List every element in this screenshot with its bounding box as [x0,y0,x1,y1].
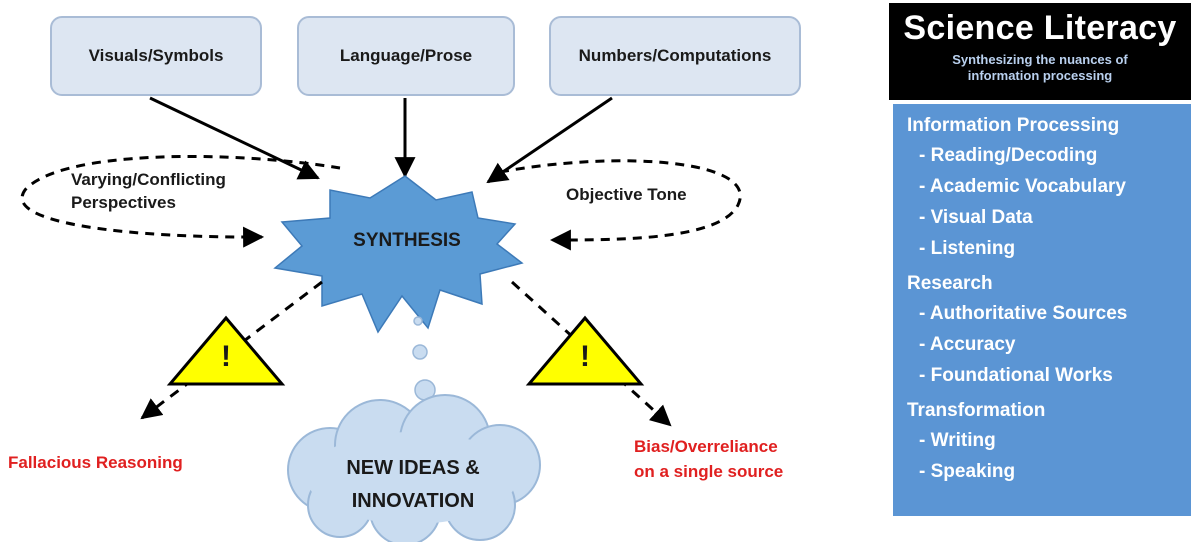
box-numbers-computations: Numbers/Computations [549,16,801,96]
panel-subtitle-line-1: Synthesizing the nuances of [952,52,1128,67]
box-visuals-symbols: Visuals/Symbols [50,16,262,96]
box-language-prose-label: Language/Prose [339,46,473,65]
panel-subtitle: Synthesizing the nuances of information … [889,52,1191,84]
dashed-loop-right [499,159,742,251]
panel-header: Science Literacy Synthesizing the nuance… [889,3,1191,100]
thought-bubble-small [413,316,423,326]
section-heading-transformation: Transformation [907,400,1046,421]
section-item: - Authoritative Sources [919,303,1128,324]
arrow-numbers-to-synthesis [486,96,613,184]
varying-perspectives-line-2: Perspectives [71,193,176,212]
box-numbers-computations-label: Numbers/Computations [578,46,772,65]
warning-left-glyph: ! [221,340,231,373]
bias-overreliance-line-2: on a single source [634,462,784,481]
panel-title: Science Literacy [903,9,1177,47]
box-language-prose: Language/Prose [297,16,515,96]
section-item: - Visual Data [919,207,1033,228]
cloud-label-line-2: INNOVATION [351,490,475,512]
varying-perspectives-line-1: Varying/Conflicting [71,170,226,189]
section-heading-information-processing: Information Processing [907,115,1120,136]
synthesis-starburst [273,175,524,334]
warning-triangle-right [525,315,645,386]
varying-perspectives-label: Varying/Conflicting Perspectives [71,168,226,214]
panel-subtitle-line-2: information processing [967,68,1113,83]
section-heading-research: Research [907,273,993,294]
section-item: - Reading/Decoding [919,145,1098,166]
fallacious-reasoning-label: Fallacious Reasoning [8,453,183,472]
objective-tone-label: Objective Tone [566,185,687,204]
bias-overreliance-line-1: Bias/Overreliance [634,437,778,456]
thought-bubble-medium [412,344,428,360]
panel-body: Information Processing - Reading/Decodin… [893,104,1191,516]
warning-right-glyph: ! [580,340,590,373]
bias-overreliance-label: Bias/Overreliance on a single source [634,434,783,484]
dashed-loop-left [20,154,341,248]
section-item: - Writing [919,430,996,451]
section-item: - Speaking [919,461,1016,482]
section-item: - Academic Vocabulary [919,176,1126,197]
box-visuals-symbols-label: Visuals/Symbols [88,46,224,65]
cloud-label-line-1: NEW IDEAS & [346,457,480,479]
section-item: - Accuracy [919,334,1016,355]
section-item: - Listening [919,238,1016,259]
synthesis-label: SYNTHESIS [353,230,461,251]
cloud-label: NEW IDEAS & INNOVATION [330,452,496,518]
section-item: - Foundational Works [919,365,1113,386]
diagram-canvas [20,96,742,542]
warning-triangle-left [166,315,286,386]
arrow-visuals-to-synthesis [149,96,320,180]
